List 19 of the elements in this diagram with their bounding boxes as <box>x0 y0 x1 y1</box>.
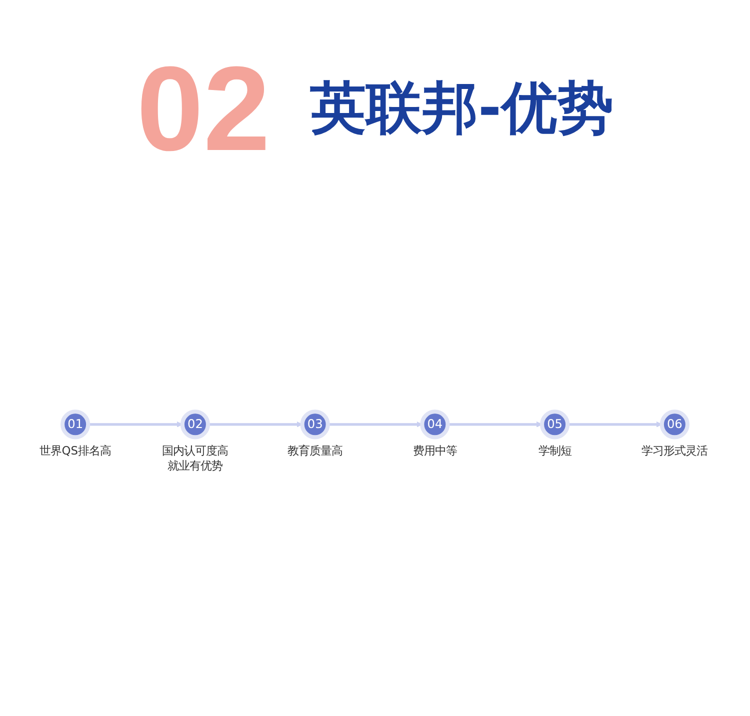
arrow <box>328 421 422 428</box>
node-circle: 05 <box>540 410 570 440</box>
step-caption: 国内认可度高就业有优势 <box>162 444 228 473</box>
step-caption: 学制短 <box>538 444 572 458</box>
step-caption: 费用中等 <box>412 444 457 458</box>
node-circle: 03 <box>300 410 330 440</box>
section-number: 02 <box>136 41 270 178</box>
label: 02 <box>187 417 203 432</box>
title: 英联邦-优势 <box>310 75 614 143</box>
step-caption: 世界QS排名高 <box>40 444 111 458</box>
step-caption: 学习形式灵活 <box>642 444 708 458</box>
arrow <box>88 421 183 428</box>
node-circle <box>180 410 210 440</box>
arrow <box>448 421 542 428</box>
node-circle: 06 <box>660 410 690 440</box>
node-circle: 01 <box>60 410 90 440</box>
arrow <box>568 421 662 428</box>
step-caption: 教育质量高 <box>288 444 343 458</box>
node-circle: 04 <box>420 410 450 440</box>
